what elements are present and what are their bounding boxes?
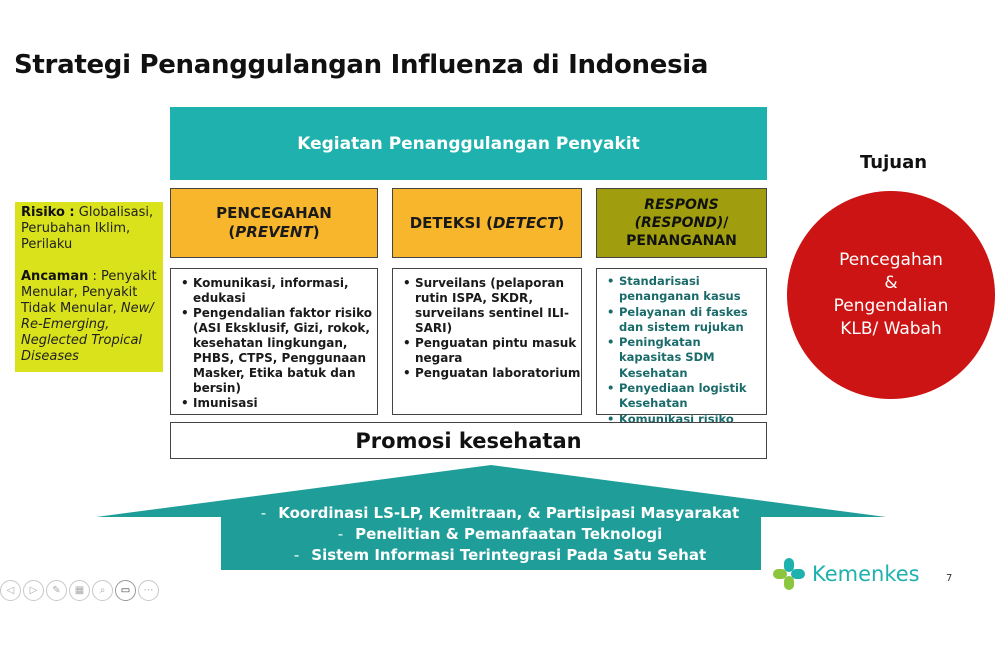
list-item: Imunisasi [181,396,377,411]
next-slide-icon[interactable]: ▷ [23,579,44,601]
goal-label: Tujuan [860,152,928,173]
list-item: Peningkatan kapasitas SDM Kesehatan [607,335,766,381]
foundation-item-text: Koordinasi LS-LP, Kemitraan, & Partisipa… [278,504,740,522]
kemenkes-logo: Kemenkes [772,554,972,594]
prevent-body: Komunikasi, informasi, edukasi Pengendal… [170,268,378,415]
respond-title-line1: RESPONS [644,197,719,213]
list-item: Pelayanan di faskes dan sistem rujukan [607,305,766,336]
risk-threat-box: Risiko : Globalisasi, Perubahan Iklim, P… [15,202,163,372]
more-options-icon[interactable]: ⋯ [138,579,159,601]
prevent-title-line1: PENCEGAHAN [216,204,332,222]
list-item: Komunikasi, informasi, edukasi [181,276,377,306]
detect-title-italic: DETECT [492,213,558,232]
list-item: Standarisasi penanganan kasus [607,274,766,305]
foundation-item-text: Penelitian & Pemanfaatan Teknologi [355,525,663,543]
goal-line1: Pencegahan [839,250,943,270]
previous-slide-icon[interactable]: ◁ [0,579,21,601]
list-item: Penguatan laboratorium [403,366,581,381]
list-item: Penyediaan logistik Kesehatan [607,381,766,412]
goal-line3: Pengendalian [833,296,949,316]
risk-label: Risiko : [21,205,75,220]
prevent-title-line2: (PREVENT) [228,223,320,241]
respond-list: Standarisasi penanganan kasus Pelayanan … [597,274,766,427]
kemenkes-logo-icon [773,558,805,590]
foundation-item: -Sistem Informasi Terintegrasi Pada Satu… [200,545,800,566]
kemenkes-logo-text: Kemenkes [812,562,920,586]
camera-icon[interactable]: ▭ [115,579,136,601]
slideshow-toolbar: ◁ ▷ ✎ ▦ ⌕ ▭ ⋯ [0,578,159,602]
header-bar: Kegiatan Penanggulangan Penyakit [170,107,767,180]
respond-header: RESPONS (RESPOND)/ PENANGANAN [596,188,767,258]
respond-title-line3: PENANGANAN [626,233,737,249]
detect-list: Surveilans (pelaporan rutin ISPA, SKDR, … [393,276,581,381]
page-title: Strategi Penanggulangan Influenza di Ind… [14,50,709,80]
list-item: Surveilans (pelaporan rutin ISPA, SKDR, … [403,276,581,336]
respond-title-line2: (RESPOND)/ [634,215,729,231]
foundation-item-text: Sistem Informasi Terintegrasi Pada Satu … [311,546,707,564]
slides-overview-icon[interactable]: ▦ [69,579,90,601]
prevent-list: Komunikasi, informasi, edukasi Pengendal… [171,276,377,411]
respond-title-line2-italic: (RESPOND) [634,215,724,231]
foundation-arrow-shape [96,465,886,570]
dash: - [260,504,267,522]
page-number: 7 [946,573,953,584]
health-promotion-bar: Promosi kesehatan [170,422,767,459]
goal-line2: & [884,273,898,293]
respond-body: Standarisasi penanganan kasus Pelayanan … [596,268,767,427]
threat-text: : Penyakit Menular, Penyakit Tidak Menul… [21,269,157,316]
prevent-header: PENCEGAHAN (PREVENT) [170,188,378,258]
detect-title: DETEKSI (DETECT) [409,213,565,232]
pen-icon[interactable]: ✎ [46,579,67,601]
dash: - [293,546,300,564]
dash: - [337,525,344,543]
threat-label: Ancaman [21,269,89,284]
zoom-icon[interactable]: ⌕ [92,579,113,601]
goal-line4: KLB/ Wabah [840,319,942,339]
prevent-title-italic: PREVENT [235,223,313,241]
list-item: Pengendalian faktor risiko (ASI Eksklusi… [181,306,377,396]
risk-text: Globalisasi, Perubahan Iklim, Perilaku [21,205,154,252]
foundation-list: -Koordinasi LS-LP, Kemitraan, & Partisip… [200,503,800,566]
detect-body: Surveilans (pelaporan rutin ISPA, SKDR, … [392,268,582,415]
foundation-item: -Koordinasi LS-LP, Kemitraan, & Partisip… [200,503,800,524]
foundation-item: -Penelitian & Pemanfaatan Teknologi [200,524,800,545]
detect-header: DETEKSI (DETECT) [392,188,582,258]
risk-paragraph: Risiko : Globalisasi, Perubahan Iklim, P… [21,205,157,253]
foundation-arrow [96,465,886,570]
goal-circle: Pencegahan & Pengendalian KLB/ Wabah [787,191,995,399]
threat-paragraph: Ancaman : Penyakit Menular, Penyakit Tid… [21,269,157,365]
list-item: Penguatan pintu masuk negara [403,336,581,366]
threat-text-italic: New/ Re-Emerging, Neglected Tropical Dis… [21,301,154,364]
